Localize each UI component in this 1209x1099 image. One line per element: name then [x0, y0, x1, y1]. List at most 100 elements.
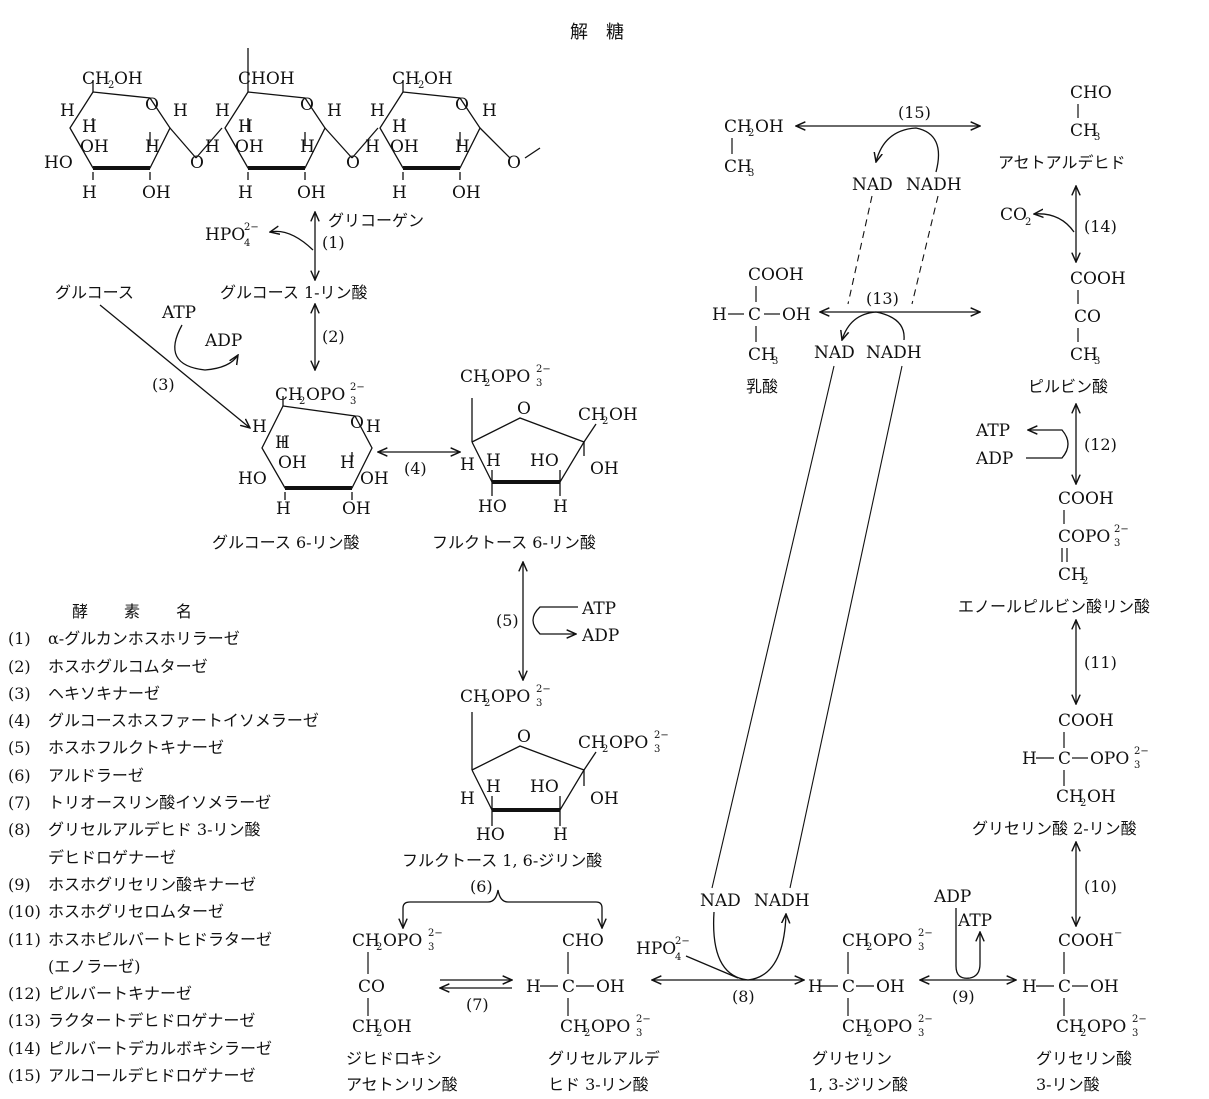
- svg-text:H: H: [366, 417, 381, 437]
- svg-text:H: H: [486, 451, 501, 471]
- svg-text:H: H: [275, 433, 290, 453]
- svg-text:3: 3: [1114, 538, 1120, 549]
- step-9-label: (9): [952, 987, 975, 1006]
- svg-text:H: H: [215, 101, 230, 121]
- svg-text:2−: 2−: [350, 382, 365, 393]
- svg-text:CH: CH: [352, 1017, 380, 1037]
- svg-text:H: H: [712, 305, 727, 325]
- svg-text:3: 3: [1134, 760, 1140, 771]
- svg-text:NAD: NAD: [852, 175, 893, 195]
- svg-text:H: H: [808, 977, 823, 997]
- svg-text:OPO: OPO: [383, 931, 422, 951]
- svg-text:ATP: ATP: [957, 911, 992, 931]
- svg-text:CHO: CHO: [562, 931, 604, 951]
- arrow-atp-adp-5: [532, 606, 578, 634]
- svg-text:OH: OH: [80, 137, 109, 157]
- svg-text:HO: HO: [530, 451, 559, 471]
- svg-text:NADH: NADH: [754, 891, 810, 911]
- dhap-label-1: ジヒドロキシ: [346, 1049, 442, 1068]
- svg-text:3: 3: [1094, 356, 1100, 367]
- svg-text:H: H: [327, 101, 342, 121]
- svg-text:CO: CO: [1074, 307, 1101, 327]
- enzyme-list-header: 酵 素 名: [72, 602, 203, 621]
- svg-text:NADH: NADH: [866, 343, 922, 363]
- dhap-label-2: アセトンリン酸: [346, 1075, 458, 1094]
- svg-text:OH: OH: [755, 117, 784, 137]
- glucose-label: グルコース: [55, 283, 134, 302]
- svg-text:CH: CH: [1070, 121, 1098, 141]
- svg-text:O: O: [517, 399, 531, 419]
- svg-text:CH: CH: [275, 385, 303, 405]
- arrow-adp-atp-9: [955, 908, 980, 979]
- svg-text:OH: OH: [383, 1017, 412, 1037]
- svg-text:2−: 2−: [1114, 524, 1129, 535]
- svg-text:2: 2: [602, 416, 608, 427]
- svg-text:2: 2: [484, 698, 490, 709]
- svg-text:3: 3: [918, 1028, 924, 1039]
- svg-text:3: 3: [536, 378, 542, 389]
- svg-text:H: H: [173, 101, 188, 121]
- svg-text:CH: CH: [842, 1017, 870, 1037]
- svg-text:CH: CH: [560, 1017, 588, 1037]
- enzyme-item-continued: デヒドロゲナーゼ: [48, 847, 177, 867]
- svg-text:3: 3: [918, 942, 924, 953]
- arrow-atp-adp-3: [174, 324, 238, 371]
- gap-label-2: ヒド 3-リン酸: [548, 1075, 649, 1094]
- acetaldehyde-structure: CHO CH3: [1070, 83, 1112, 143]
- svg-text:OPO: OPO: [1087, 1017, 1126, 1037]
- svg-text:CH: CH: [1056, 787, 1084, 807]
- svg-text:4: 4: [675, 952, 681, 963]
- svg-text:OPO: OPO: [873, 1017, 912, 1037]
- bpg-label-2: 1, 3-ジリン酸: [808, 1075, 908, 1094]
- svg-text:COOH: COOH: [1070, 269, 1126, 289]
- svg-text:OH: OH: [390, 137, 419, 157]
- svg-text:3: 3: [350, 396, 356, 407]
- svg-text:O: O: [300, 95, 314, 115]
- acetaldehyde-label: アセトアルデヒド: [998, 153, 1126, 172]
- svg-text:C: C: [842, 977, 855, 997]
- g6p-label: グルコース 6-リン酸: [212, 533, 360, 552]
- step-2-label: (2): [322, 327, 345, 346]
- arrow-co2-release: [1034, 214, 1075, 233]
- svg-text:COOH: COOH: [1058, 931, 1114, 951]
- svg-text:2−: 2−: [536, 364, 551, 375]
- svg-text:CO: CO: [358, 977, 385, 997]
- svg-text:C: C: [562, 977, 575, 997]
- step-7-label: (7): [466, 995, 489, 1014]
- arrow-step-3: [99, 304, 250, 428]
- svg-text:OPO: OPO: [609, 733, 648, 753]
- svg-text:H: H: [60, 101, 75, 121]
- svg-text:H: H: [455, 137, 470, 157]
- glycogen-structure: [69, 48, 541, 180]
- svg-text:2−: 2−: [918, 928, 933, 939]
- pg2-label: グリセリン酸 2-リン酸: [972, 819, 1137, 838]
- svg-text:2: 2: [418, 80, 424, 91]
- step-8-label: (8): [732, 987, 755, 1006]
- svg-text:3: 3: [1094, 132, 1100, 143]
- enzyme-item: (3)ヘキソキナーゼ: [8, 683, 161, 703]
- arrow-step-6: [403, 889, 602, 928]
- svg-text:2−: 2−: [918, 1014, 933, 1025]
- svg-text:OH: OH: [1087, 787, 1116, 807]
- svg-text:4: 4: [244, 238, 250, 249]
- svg-text:OH: OH: [278, 453, 307, 473]
- enzyme-item: (8)グリセルアルデヒド 3-リン酸: [8, 820, 261, 840]
- svg-text:H: H: [553, 825, 568, 845]
- pyruvate-structure: COOH CO CH3: [1070, 269, 1126, 367]
- svg-text:2: 2: [584, 1028, 590, 1039]
- svg-text:OH: OH: [609, 405, 638, 425]
- svg-text:NAD: NAD: [700, 891, 741, 911]
- svg-text:−: −: [1114, 928, 1122, 939]
- f6p-label: フルクトース 6-リン酸: [432, 533, 596, 552]
- svg-text:2: 2: [866, 1028, 872, 1039]
- svg-text:NADH: NADH: [906, 175, 962, 195]
- svg-text:C: C: [748, 305, 761, 325]
- arrow-nad-8: [712, 911, 786, 981]
- svg-text:H: H: [238, 117, 253, 137]
- gap-label-1: グリセルアルデ: [548, 1049, 660, 1068]
